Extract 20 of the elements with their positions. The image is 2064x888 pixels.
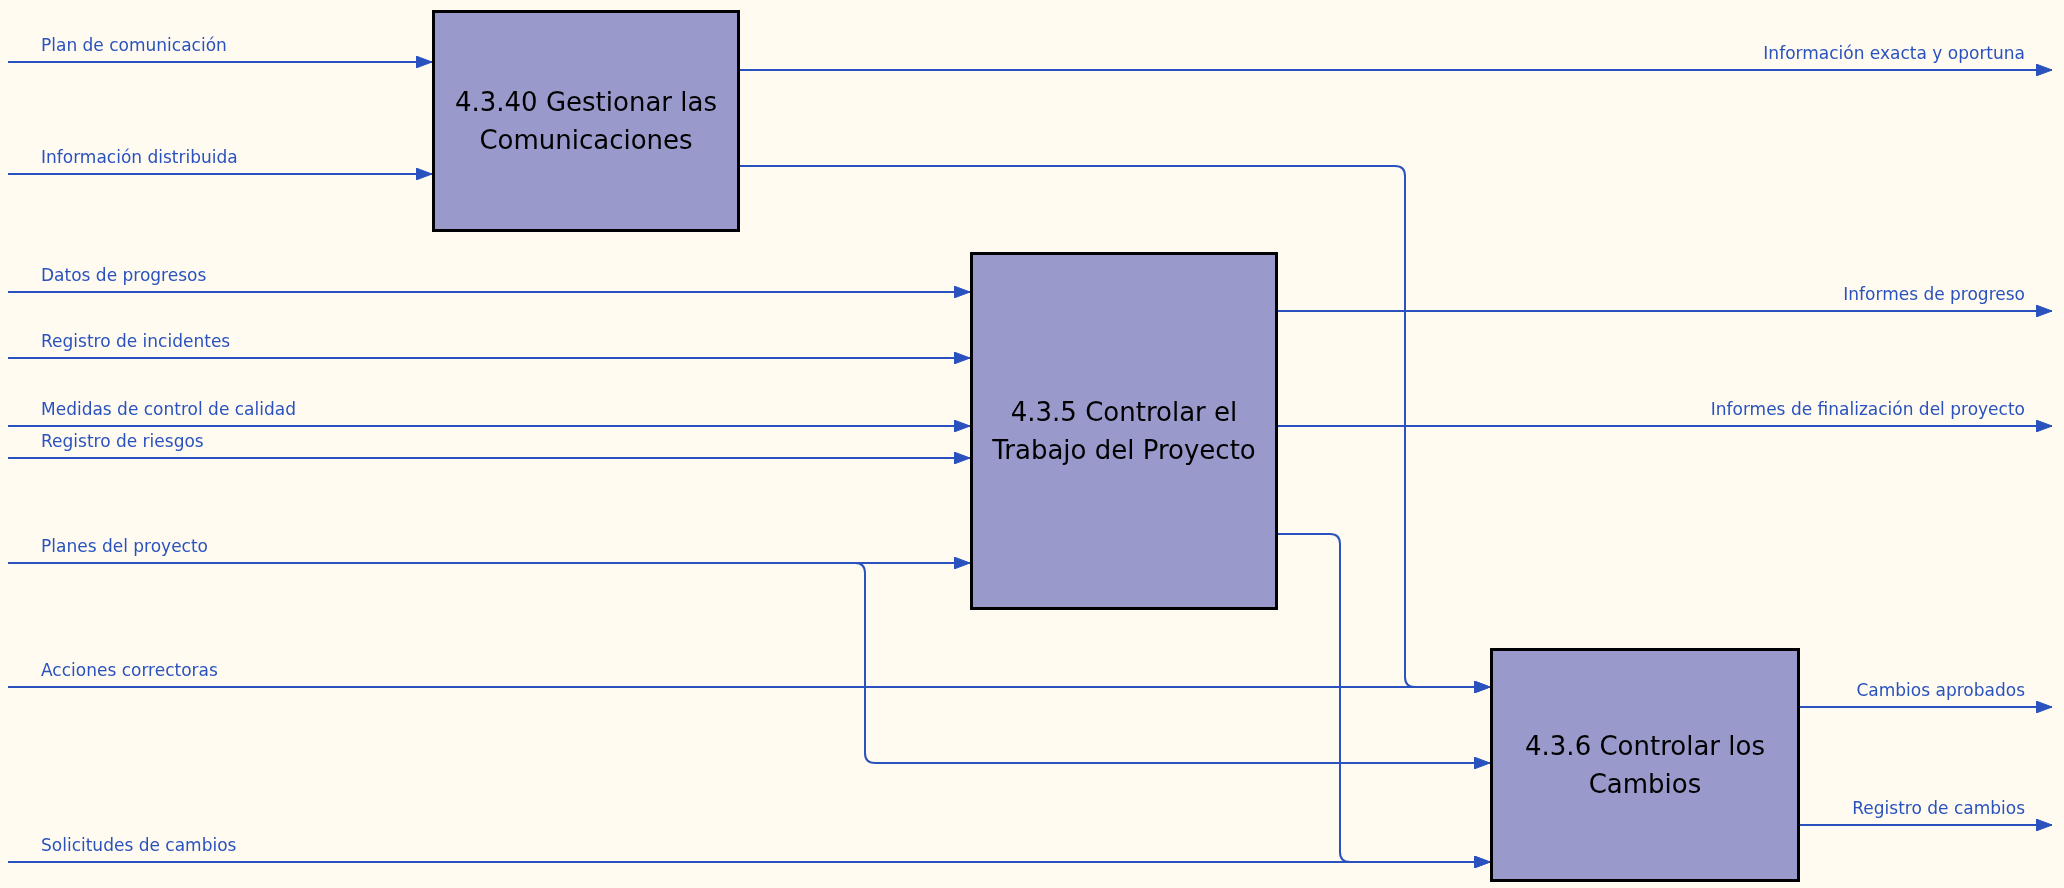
process-box [1490, 648, 1800, 882]
process-box [970, 252, 1278, 610]
arrow [7, 419, 971, 433]
arrow [1799, 700, 2053, 714]
arrow [1799, 818, 2053, 832]
arrow [7, 285, 971, 299]
arrow [7, 451, 971, 465]
box-title: 4.3.5 Controlar el Trabajo del Proyecto [991, 396, 1257, 467]
arrow [7, 167, 433, 181]
arrow [739, 165, 1491, 694]
arrow [1277, 533, 1491, 869]
arrow [739, 63, 2053, 77]
box-title: 4.3.40 Gestionar las Comunicaciones [453, 86, 718, 157]
arrow [1277, 304, 2053, 318]
box-title: 4.3.6 Controlar los Cambios [1524, 730, 1766, 801]
process-box [432, 10, 740, 232]
arrow [7, 55, 433, 69]
arrow [7, 562, 1491, 770]
arrow [7, 351, 971, 365]
arrow [1277, 419, 2053, 433]
